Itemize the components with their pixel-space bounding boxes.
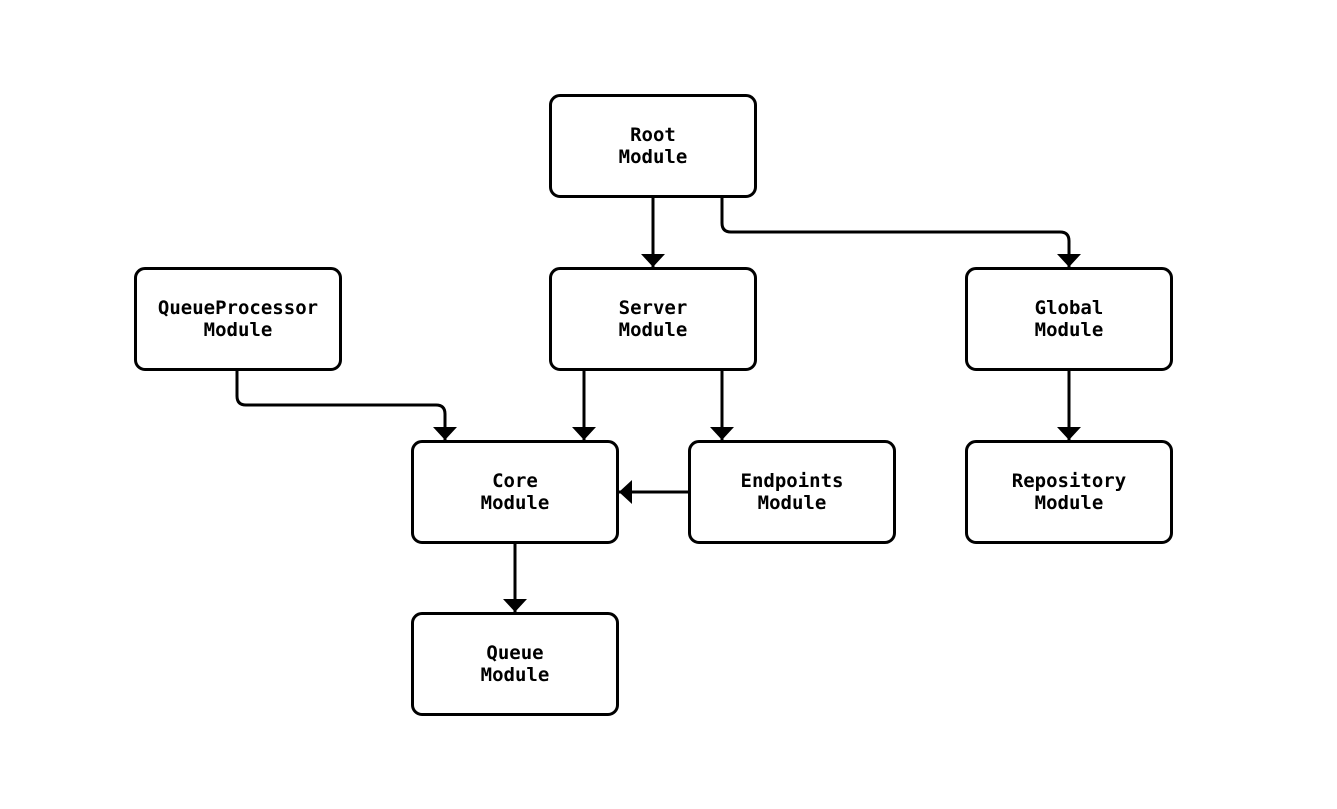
node-queue-module: Queue Module xyxy=(411,612,619,716)
node-root-module: Root Module xyxy=(549,94,757,198)
node-label: Core xyxy=(492,470,538,492)
node-label: Repository xyxy=(1011,470,1127,492)
node-label: Server xyxy=(618,297,688,319)
node-label: Global xyxy=(1034,297,1104,319)
edge-queueprocessor-to-core xyxy=(235,371,457,440)
node-label: Endpoints xyxy=(740,470,844,492)
node-core-module: Core Module xyxy=(411,440,619,544)
node-label: Root xyxy=(630,124,676,146)
node-label: Module xyxy=(1034,319,1104,341)
node-label: Queue xyxy=(486,642,544,664)
node-label: Module xyxy=(618,146,688,168)
node-label: QueueProcessor xyxy=(157,297,319,319)
node-server-module: Server Module xyxy=(549,267,757,371)
edge-root-to-global xyxy=(720,198,1081,267)
node-global-module: Global Module xyxy=(965,267,1173,371)
node-label: Module xyxy=(618,319,688,341)
node-repository-module: Repository Module xyxy=(965,440,1173,544)
node-label: Module xyxy=(480,492,550,514)
node-endpoints-module: Endpoints Module xyxy=(688,440,896,544)
node-label: Module xyxy=(757,492,827,514)
node-label: Module xyxy=(1034,492,1104,514)
node-label: Module xyxy=(203,319,273,341)
node-label: Module xyxy=(480,664,550,686)
node-queueprocessor-module: QueueProcessor Module xyxy=(134,267,342,371)
